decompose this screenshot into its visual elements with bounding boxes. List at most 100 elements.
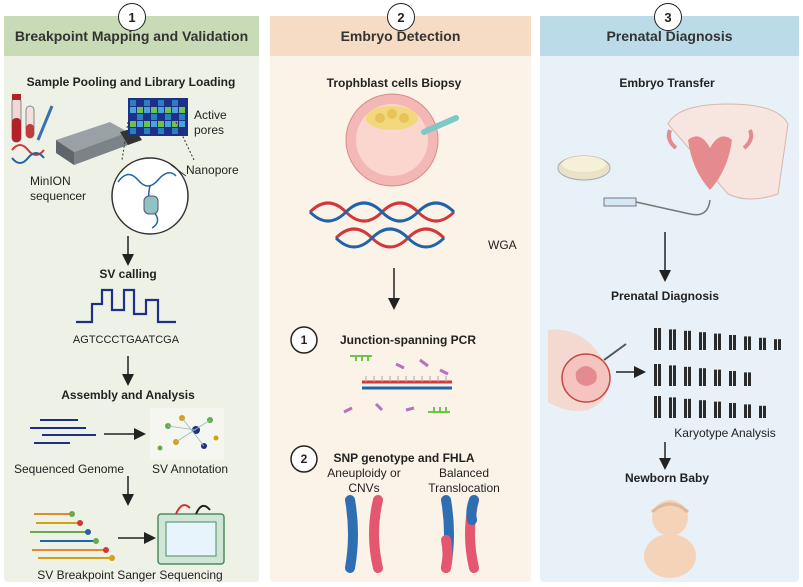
chromosome-mark [729,335,732,350]
step-number-badge: 1 [118,3,146,31]
pore-cell [165,100,171,106]
pregnancy-ultrasound-icon [548,329,627,411]
pore-cell [172,114,178,120]
pore-cell [137,128,143,134]
petri-dish-icon [557,155,611,181]
karyotype-grid-icon [654,328,781,418]
nanopore-label: Nanopore [186,163,239,177]
chromosome-mark [699,332,702,350]
newborn-label: Newborn Baby [624,471,710,485]
sanger-label: SV Breakpoint Sanger Sequencing [37,568,223,582]
pore-cell [151,107,157,113]
wga-label: WGA [488,238,517,252]
chromosome-mark [699,368,702,386]
chromosome-mark [729,403,732,418]
pore-cell [151,114,157,120]
pore-cell [158,107,164,113]
substep-number: 2 [300,452,308,466]
chromosome-mark [684,398,687,418]
chromosome-mark [729,371,732,386]
aneuploidy-label-line2: CNVs [348,481,380,495]
chromosome-mark [699,400,702,418]
chromosome-mark [718,401,721,418]
chromosome-mark [669,329,672,350]
chromosome-mark [733,371,736,386]
syringe-icon [603,197,711,216]
chromosome-mark [748,336,751,350]
pore-cell [179,114,185,120]
chromosome-mark [654,396,657,418]
pore-cell [144,107,150,113]
pore-cell [158,100,164,106]
chromosome-mark [748,372,751,386]
chromosome-mark [658,396,661,418]
chromosome-mark [703,332,706,350]
pore-cell [137,121,143,127]
pore-cell [179,121,185,127]
junction-pcr-label: Junction-spanning PCR [340,333,476,347]
chromosome-mark [759,405,762,418]
minion-sequencer-icon [56,122,142,165]
pore-cell [130,100,136,106]
chromosome-mark [714,401,717,418]
chromosome-mark [669,397,672,418]
gel-electrophoresis-icon [157,504,225,565]
biopsy-label: Trophblast cells Biopsy [326,76,462,90]
pore-cell [165,107,171,113]
chromosome-mark [673,329,676,350]
karyotype-label: Karyotype Analysis [674,426,776,440]
chromosome-mark [688,398,691,418]
chromosome-mark [774,339,777,350]
substep-number: 1 [300,333,308,347]
chromosome-mark [714,333,717,350]
prenatal-diagnosis-label: Prenatal Diagnosis [610,289,720,303]
pore-cell [172,128,178,134]
step-number-badge: 3 [654,3,682,31]
minion-label-line2: sequencer [30,189,87,203]
pore-cell [172,107,178,113]
pore-cell [158,128,164,134]
pore-cell [137,107,143,113]
chromosome-mark [673,397,676,418]
chromosome-mark [703,368,706,386]
sanger-reads-icon [30,511,115,561]
pore-cell [151,100,157,106]
chromosome-mark [733,403,736,418]
pore-cell [144,121,150,127]
pore-cell [158,121,164,127]
chromosome-mark [654,328,657,350]
chromosome-mark [744,404,747,418]
balanced-label: Balanced [438,466,490,480]
newborn-baby-icon [644,500,696,578]
chromosome-mark [763,337,766,350]
aneuploidy-label: Aneuploidy or [327,466,401,480]
pore-cell [130,107,136,113]
chromosome-mark [718,369,721,386]
embryo-transfer-label: Embryo Transfer [619,76,715,90]
pore-cell [144,114,150,120]
chromosomes-icon [345,495,479,573]
pore-cell [137,100,143,106]
chromosome-mark [684,330,687,350]
chromosome-mark [748,404,751,418]
chromosome-mark [658,364,661,386]
pore-cell [179,107,185,113]
chromosome-mark [688,366,691,386]
active-pores-label: Active [194,108,227,122]
chromosome-mark [744,336,747,350]
blood-tubes-icon [11,94,54,143]
sv-calling-label: SV calling [99,267,157,281]
pore-cell [172,121,178,127]
chromosome-mark [673,365,676,386]
pore-cell [130,128,136,134]
pore-cell [158,114,164,120]
uterus-icon [666,103,789,200]
pore-cell [165,121,171,127]
sequenced-reads-icon [30,419,96,444]
sequenced-genome-label: Sequenced Genome [14,462,125,476]
pore-cell [151,121,157,127]
pore-cell [144,100,150,106]
chromosome-mark [658,328,661,350]
pore-cell [137,114,143,120]
